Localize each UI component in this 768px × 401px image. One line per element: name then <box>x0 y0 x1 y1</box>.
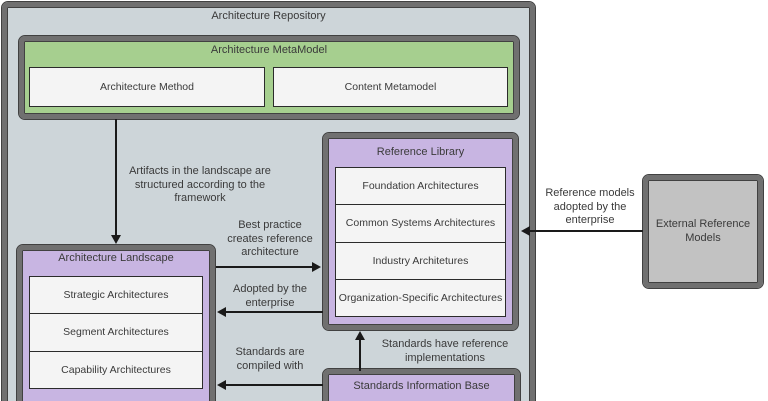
arrowhead-down-icon <box>111 235 121 244</box>
arrowhead-left-icon <box>521 226 530 236</box>
arrow-line-reference-models <box>530 230 643 232</box>
industry-architectures-row: Industry Architetures <box>336 241 505 279</box>
arrow-line-metamodel-to-landscape <box>115 119 117 236</box>
standards-information-base-title: Standards Information Base <box>353 380 490 392</box>
external-reference-models-box: External Reference Models <box>642 174 764 289</box>
architecture-metamodel-title: Architecture MetaModel <box>210 44 328 56</box>
reference-library-title: Reference Library <box>376 146 465 158</box>
content-metamodel-box: Content Metamodel <box>273 67 508 107</box>
foundation-architectures-row: Foundation Architectures <box>362 180 479 193</box>
artifacts-structured-label: Artifacts in the landscape are structure… <box>129 165 271 204</box>
reference-models-adopted-label: Reference models adopted by the enterpri… <box>545 187 635 226</box>
arrow-line-standards-complied <box>226 384 323 386</box>
architecture-landscape-title: Architecture Landscape <box>58 252 174 264</box>
arrowhead-left-icon <box>217 380 226 390</box>
landscape-rows: Strategic Architectures Segment Architec… <box>29 276 203 389</box>
arrow-line-best-practice <box>216 266 312 268</box>
standards-complied-label: Standards are compiled with <box>235 346 305 372</box>
standards-reference-label: Standards have reference implementations <box>381 338 509 364</box>
arrow-line-adopted <box>226 311 323 313</box>
strategic-architectures-row: Strategic Architectures <box>63 289 169 302</box>
arrowhead-up-icon <box>355 331 365 340</box>
arrow-line-standards-reference <box>359 340 361 371</box>
segment-architectures-row: Segment Architectures <box>30 313 202 350</box>
common-systems-architectures-row: Common Systems Architectures <box>336 204 505 241</box>
standards-information-base-box <box>322 368 521 401</box>
capability-architectures-row: Capability Architectures <box>30 350 202 388</box>
organization-specific-architectures-row: Organization-Specific Architectures <box>336 278 505 316</box>
reference-library-rows: Foundation Architectures Common Systems … <box>335 167 506 317</box>
best-practice-label: Best practice creates reference architec… <box>227 219 313 258</box>
architecture-method-box: Architecture Method <box>29 67 265 107</box>
arrowhead-left-icon <box>217 307 226 317</box>
architecture-repository-title: Architecture Repository <box>211 10 326 22</box>
arrowhead-right-icon <box>312 262 321 272</box>
adopted-by-enterprise-label: Adopted by the enterprise <box>232 283 307 309</box>
external-reference-models-label: External Reference Models <box>655 218 751 244</box>
